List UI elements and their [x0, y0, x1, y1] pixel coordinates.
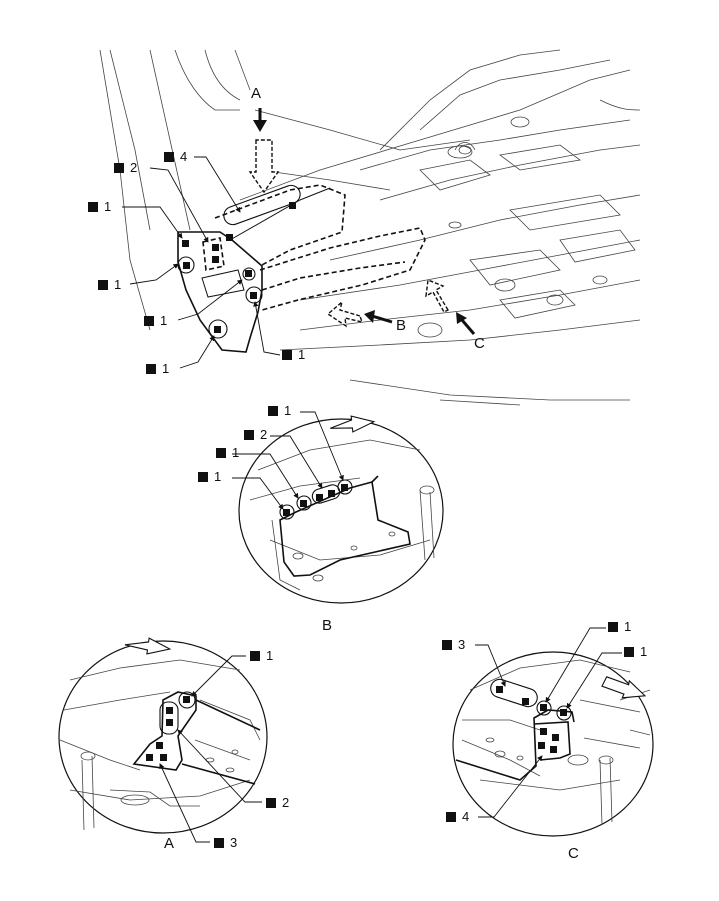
square-marker-icon [114, 163, 124, 173]
callout-main-4: 4 [164, 150, 187, 164]
callout-number: 2 [282, 795, 290, 810]
callout-number: 1 [232, 445, 240, 460]
square-marker-icon [244, 430, 254, 440]
square-marker-icon [624, 647, 634, 657]
callout-number: 1 [162, 361, 170, 376]
callout-c-3: 3 [442, 638, 465, 652]
square-marker-icon [144, 316, 154, 326]
view-letter-a-detail: A [164, 835, 175, 852]
callout-number: 3 [230, 835, 238, 850]
callout-number: 1 [114, 277, 122, 292]
callout-number: 1 [640, 644, 648, 659]
detail-view-b [232, 411, 444, 604]
callout-number: 1 [298, 347, 306, 362]
callout-number: 4 [462, 809, 470, 824]
square-marker-icon [98, 280, 108, 290]
main-leader-lines [122, 156, 281, 369]
callout-b-1c: 1 [268, 404, 291, 418]
callout-c-1b: 1 [624, 645, 647, 659]
callout-b-2: 2 [244, 428, 267, 442]
square-marker-icon [146, 364, 156, 374]
callout-b-1a: 1 [198, 470, 221, 484]
callout-number: 1 [266, 648, 274, 663]
callout-main-1a: 1 [88, 200, 111, 214]
square-marker-icon [282, 350, 292, 360]
view-letter-b-detail: B [322, 617, 333, 634]
callout-number: 2 [130, 160, 138, 175]
square-marker-icon [198, 472, 208, 482]
callout-c-4: 4 [446, 810, 469, 824]
view-arrow-c [425, 279, 476, 335]
callout-number: 1 [214, 469, 222, 484]
callout-a-1: 1 [250, 649, 273, 663]
body-structure-background [99, 49, 641, 406]
callout-main-1b: 1 [98, 278, 121, 292]
detail-view-c [452, 627, 654, 837]
callout-a-2: 2 [266, 796, 289, 810]
view-arrow-a [248, 108, 280, 194]
view-letter-b-main: B [396, 317, 407, 334]
callout-number: 1 [284, 403, 292, 418]
square-marker-icon [216, 448, 226, 458]
view-letter-c-main: C [474, 335, 485, 352]
view-letter-c-detail: C [568, 845, 579, 862]
callout-main-1d: 1 [146, 362, 169, 376]
square-marker-icon [164, 152, 174, 162]
callout-c-1a: 1 [608, 620, 631, 634]
callout-main-2: 2 [114, 161, 137, 175]
square-marker-icon [268, 406, 278, 416]
square-marker-icon [446, 812, 456, 822]
square-marker-icon [250, 651, 260, 661]
callout-number: 1 [104, 199, 112, 214]
callout-number: 1 [160, 313, 168, 328]
callout-number: 4 [180, 149, 188, 164]
callout-b-1b: 1 [216, 446, 239, 460]
square-marker-icon [214, 838, 224, 848]
square-marker-icon [88, 202, 98, 212]
callout-main-1c: 1 [144, 314, 167, 328]
main-fastener-markers [182, 202, 296, 333]
callout-main-1e: 1 [282, 348, 305, 362]
hidden-part-outline [202, 184, 426, 311]
callout-number: 1 [624, 619, 632, 634]
square-marker-icon [442, 640, 452, 650]
callout-number: 2 [260, 427, 268, 442]
view-arrow-b [326, 300, 393, 328]
square-marker-icon [266, 798, 276, 808]
callout-a-3: 3 [214, 836, 237, 850]
callout-number: 3 [458, 637, 466, 652]
view-letter-a-main: A [251, 85, 262, 102]
square-marker-icon [608, 622, 618, 632]
detail-view-a [58, 637, 268, 843]
